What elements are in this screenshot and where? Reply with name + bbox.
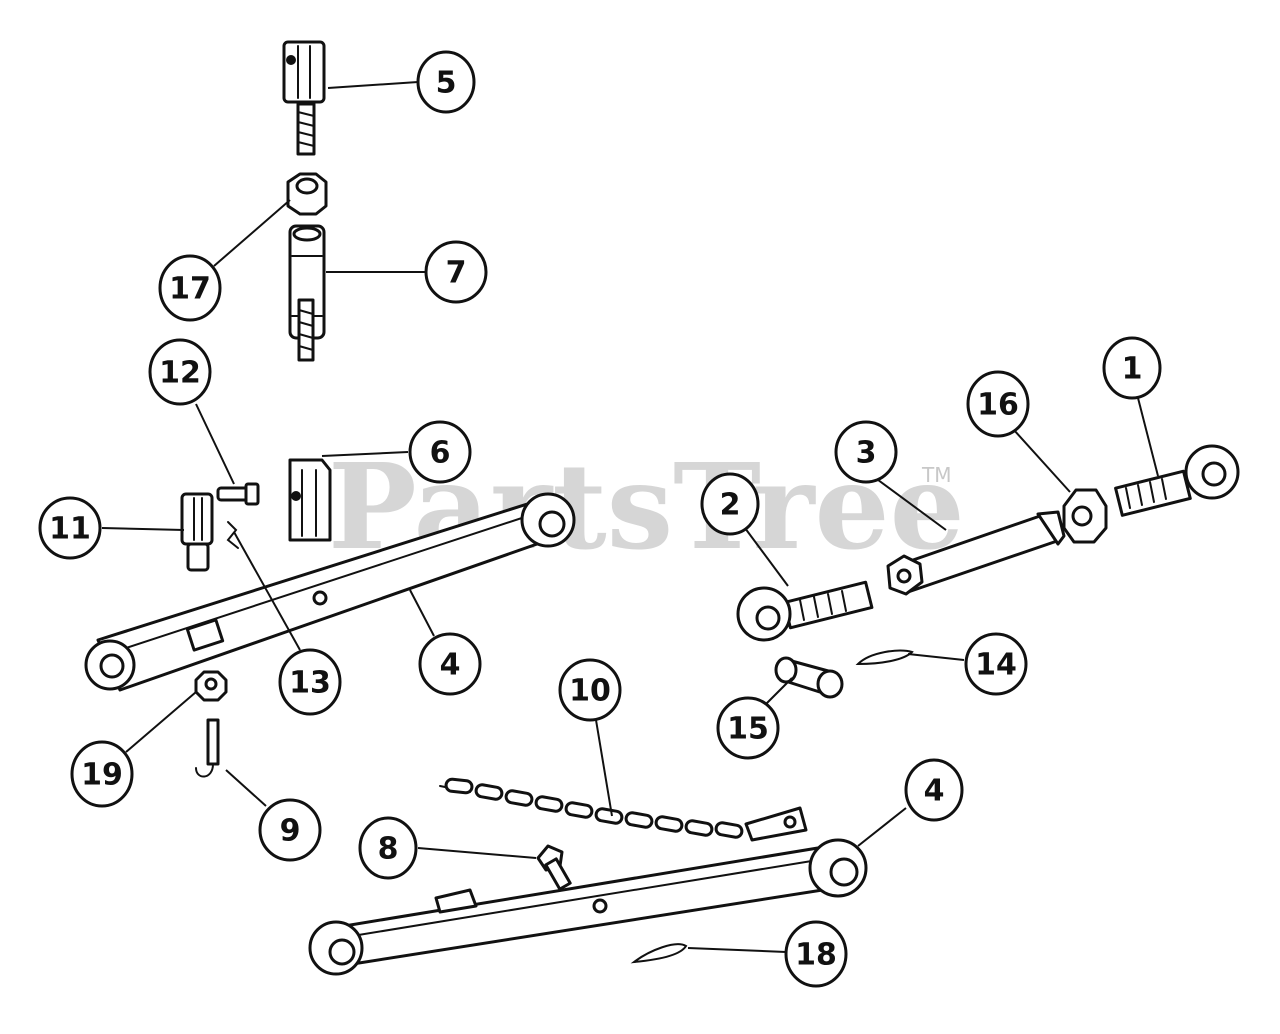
- callout-label: 4: [924, 774, 945, 809]
- callout-9[interactable]: 9: [258, 798, 322, 862]
- callout-label: 12: [159, 356, 201, 391]
- callout-16[interactable]: 16: [966, 370, 1030, 438]
- callout-label: 3: [856, 436, 877, 471]
- part-15-pin[interactable]: [774, 656, 844, 699]
- callout-8[interactable]: 8: [358, 816, 418, 880]
- callout-label: 6: [430, 436, 451, 471]
- callout-label: 1: [1122, 352, 1143, 387]
- leader-lines: [101, 81, 1159, 953]
- part-5-clevis[interactable]: [282, 40, 326, 156]
- callout-14[interactable]: 14: [964, 632, 1028, 696]
- callout-label: 17: [169, 272, 211, 307]
- callout-label: 7: [446, 256, 467, 291]
- callout-11[interactable]: 11: [38, 496, 102, 560]
- part-12-bolt[interactable]: [216, 482, 260, 506]
- callout-15[interactable]: 15: [716, 696, 780, 760]
- part-9-hook-bolt[interactable]: [195, 718, 220, 778]
- callout-19[interactable]: 19: [70, 740, 134, 808]
- callout-label: 15: [727, 712, 769, 747]
- part-17-nut[interactable]: [286, 172, 328, 216]
- callout-13[interactable]: 13: [278, 648, 342, 716]
- callout-1[interactable]: 1: [1102, 336, 1162, 400]
- callout-label: 14: [975, 648, 1017, 683]
- callout-3[interactable]: 3: [834, 420, 898, 484]
- part-8-bolt[interactable]: [536, 844, 572, 891]
- callout-label: 19: [81, 758, 123, 793]
- callout-2[interactable]: 2: [700, 472, 760, 536]
- callout-label: 11: [49, 512, 91, 547]
- callout-label: 4: [440, 648, 461, 683]
- part-3-sleeve[interactable]: [886, 510, 1066, 596]
- part-16-hex-nut[interactable]: [1062, 488, 1108, 544]
- callout-label: 13: [289, 666, 331, 701]
- part-4-lift-arm-upper[interactable]: [84, 492, 576, 692]
- callout-label: 2: [720, 488, 741, 523]
- callout-4a[interactable]: 4: [418, 632, 482, 696]
- watermark-trademark: TM: [921, 463, 951, 487]
- part-19-nut[interactable]: [194, 670, 228, 702]
- callout-label: 8: [378, 832, 399, 867]
- callout-18[interactable]: 18: [784, 920, 848, 988]
- part-2-rod-end[interactable]: [736, 580, 874, 642]
- part-10-chain[interactable]: [439, 777, 808, 842]
- callout-7[interactable]: 7: [424, 240, 488, 304]
- part-18-cotter-pin[interactable]: [630, 943, 688, 964]
- part-11-clevis[interactable]: [180, 492, 214, 572]
- callout-12[interactable]: 12: [148, 338, 212, 406]
- callout-5[interactable]: 5: [416, 50, 476, 114]
- callout-6[interactable]: 6: [408, 420, 472, 484]
- part-14-cotter-pin[interactable]: [855, 649, 914, 666]
- part-1-rod-end[interactable]: [1114, 444, 1240, 517]
- callout-4b[interactable]: 4: [904, 758, 964, 822]
- part-6-threaded-clevis[interactable]: [288, 298, 332, 542]
- part-13-clip[interactable]: [226, 521, 239, 549]
- callout-label: 10: [569, 674, 611, 709]
- callout-10[interactable]: 10: [558, 658, 622, 722]
- part-4-lift-arm-lower[interactable]: [308, 838, 868, 976]
- callout-label: 9: [280, 814, 301, 849]
- callout-label: 16: [977, 388, 1019, 423]
- callout-17[interactable]: 17: [158, 254, 222, 322]
- callout-label: 18: [795, 938, 837, 973]
- callout-label: 5: [436, 66, 457, 101]
